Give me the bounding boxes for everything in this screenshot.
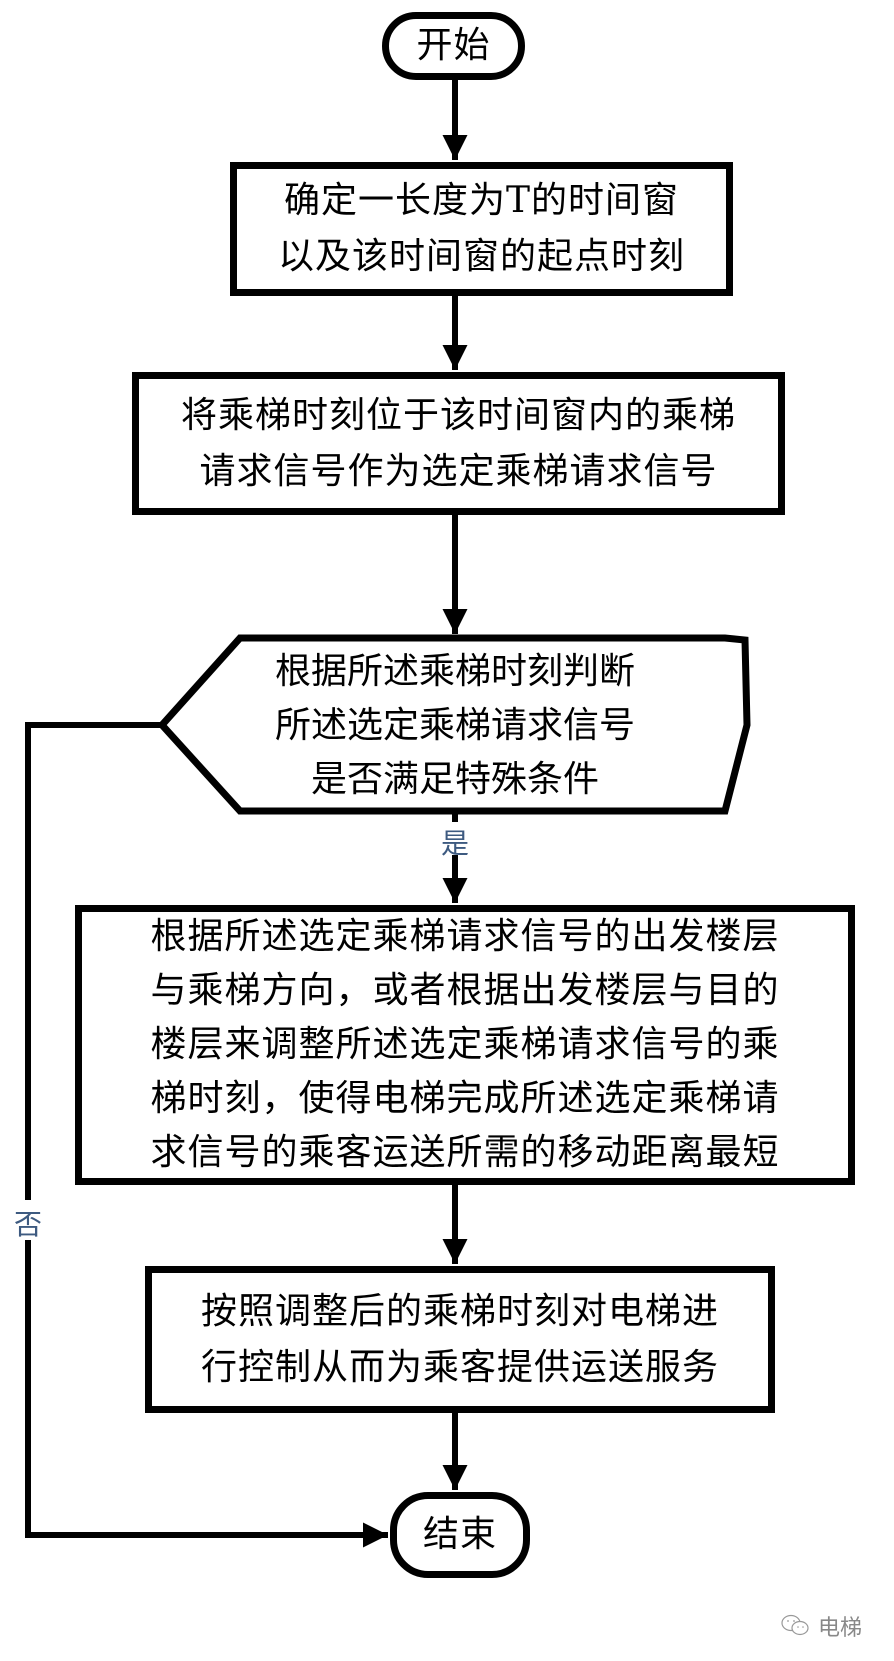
wechat-icon [780,1613,812,1639]
decision-text-container: 根据所述乘梯时刻判断 所述选定乘梯请求信号 是否满足特殊条件 [200,640,710,812]
no-label: 否 [14,1208,43,1241]
step3-box: 根据所述选定乘梯请求信号的出发楼层 与乘梯方向，或者根据出发楼层与目的 楼层来调… [75,905,855,1185]
step2-text: 将乘梯时刻位于该时间窗内的乘梯 请求信号作为选定乘梯请求信号 [180,394,736,492]
line-decision-no-top [25,722,162,1200]
start-label: 开始 [416,25,491,66]
end-label: 结束 [422,1514,497,1555]
yes-label: 是 [441,827,470,860]
step4-box: 按照调整后的乘梯时刻对电梯进 行控制从而为乘客提供运送服务 [145,1266,775,1413]
decision-hexagon [157,634,751,815]
step3-text: 根据所述选定乘梯请求信号的出发楼层 与乘梯方向，或者根据出发楼层与目的 楼层来调… [150,916,780,1173]
step2-box: 将乘梯时刻位于该时间窗内的乘梯 请求信号作为选定乘梯请求信号 [132,372,785,515]
arrow-no-to-end [25,1240,388,1548]
watermark-text: 电梯 [818,1616,863,1641]
step1-text: 确定一长度为T的时间窗 以及该时间窗的起点时刻 [277,180,685,277]
start-terminal: 开始 [382,12,525,80]
decision-text: 根据所述乘梯时刻判断 所述选定乘梯请求信号 是否满足特殊条件 [274,651,635,800]
step4-text: 按照调整后的乘梯时刻对电梯进 行控制从而为乘客提供运送服务 [200,1290,719,1388]
watermark: 电梯 [780,1610,862,1642]
step1-box: 确定一长度为T的时间窗 以及该时间窗的起点时刻 [230,162,733,296]
end-terminal: 结束 [390,1492,530,1578]
